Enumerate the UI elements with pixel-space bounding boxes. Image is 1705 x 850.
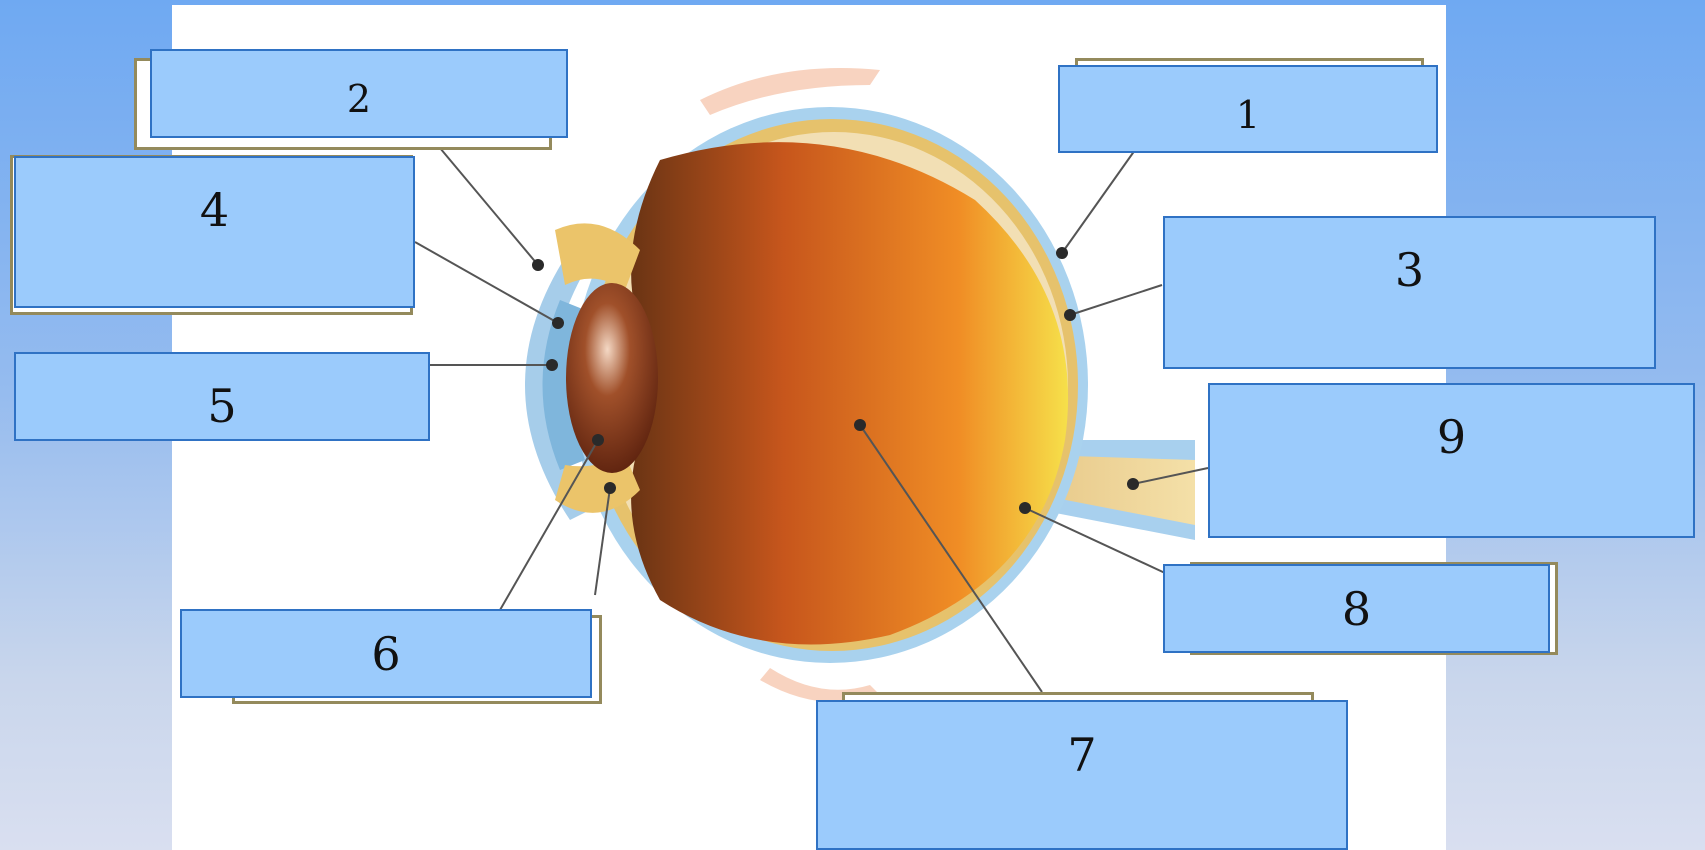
label-box-2[interactable]: 2: [150, 49, 568, 138]
label-box-3[interactable]: 3: [1163, 216, 1656, 369]
label-box-7[interactable]: 7: [816, 700, 1348, 850]
label-box-1[interactable]: 1: [1058, 65, 1438, 153]
label-box-4[interactable]: 4: [14, 156, 415, 308]
label-box-9[interactable]: 9: [1208, 383, 1695, 538]
label-box-6[interactable]: 6: [180, 609, 592, 698]
label-box-8[interactable]: 8: [1163, 564, 1550, 653]
upper-muscle: [700, 68, 880, 115]
lens: [566, 283, 658, 473]
label-box-5[interactable]: 5: [14, 352, 430, 441]
